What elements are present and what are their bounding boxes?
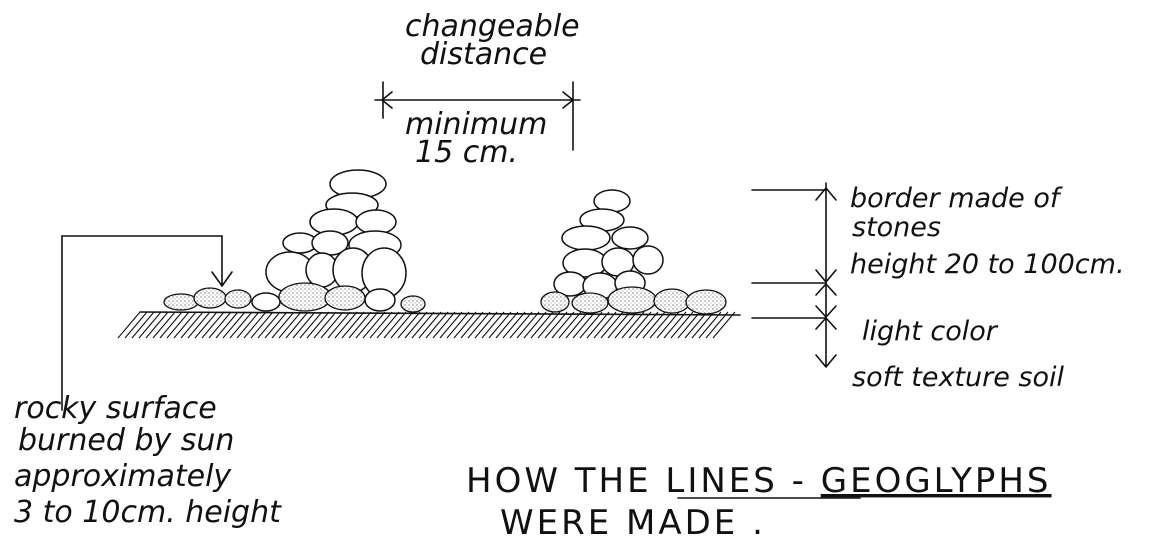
- rocky-label-line3: approximately: [14, 459, 232, 494]
- height-dimensions: [752, 183, 836, 367]
- rocky-label-line2: burned by sun: [18, 423, 234, 458]
- distance-label-line2: distance: [420, 37, 547, 72]
- title-emphasis: GEOGLYPHS: [821, 461, 1052, 501]
- left-stone-pile: [164, 170, 425, 312]
- ground-hatching: [118, 312, 735, 338]
- minimum-label-line2: 15 cm.: [415, 135, 518, 170]
- soil-label-line1: light color: [862, 316, 999, 347]
- title-line2: WERE MADE .: [500, 503, 766, 543]
- rocky-label-line4: 3 to 10cm. height: [14, 495, 282, 530]
- border-label-line3: height 20 to 100cm.: [850, 249, 1125, 280]
- soil-label-line2: soft texture soil: [852, 362, 1065, 393]
- border-label-line1: border made of: [850, 183, 1063, 214]
- right-stone-pile: [541, 190, 726, 314]
- border-label-line2: stones: [852, 212, 941, 243]
- rocky-surface-leader: [62, 236, 232, 410]
- title-line1: HOW THE LINES - GEOGLYPHS: [466, 461, 1052, 501]
- rocky-label-line1: rocky surface: [14, 391, 217, 426]
